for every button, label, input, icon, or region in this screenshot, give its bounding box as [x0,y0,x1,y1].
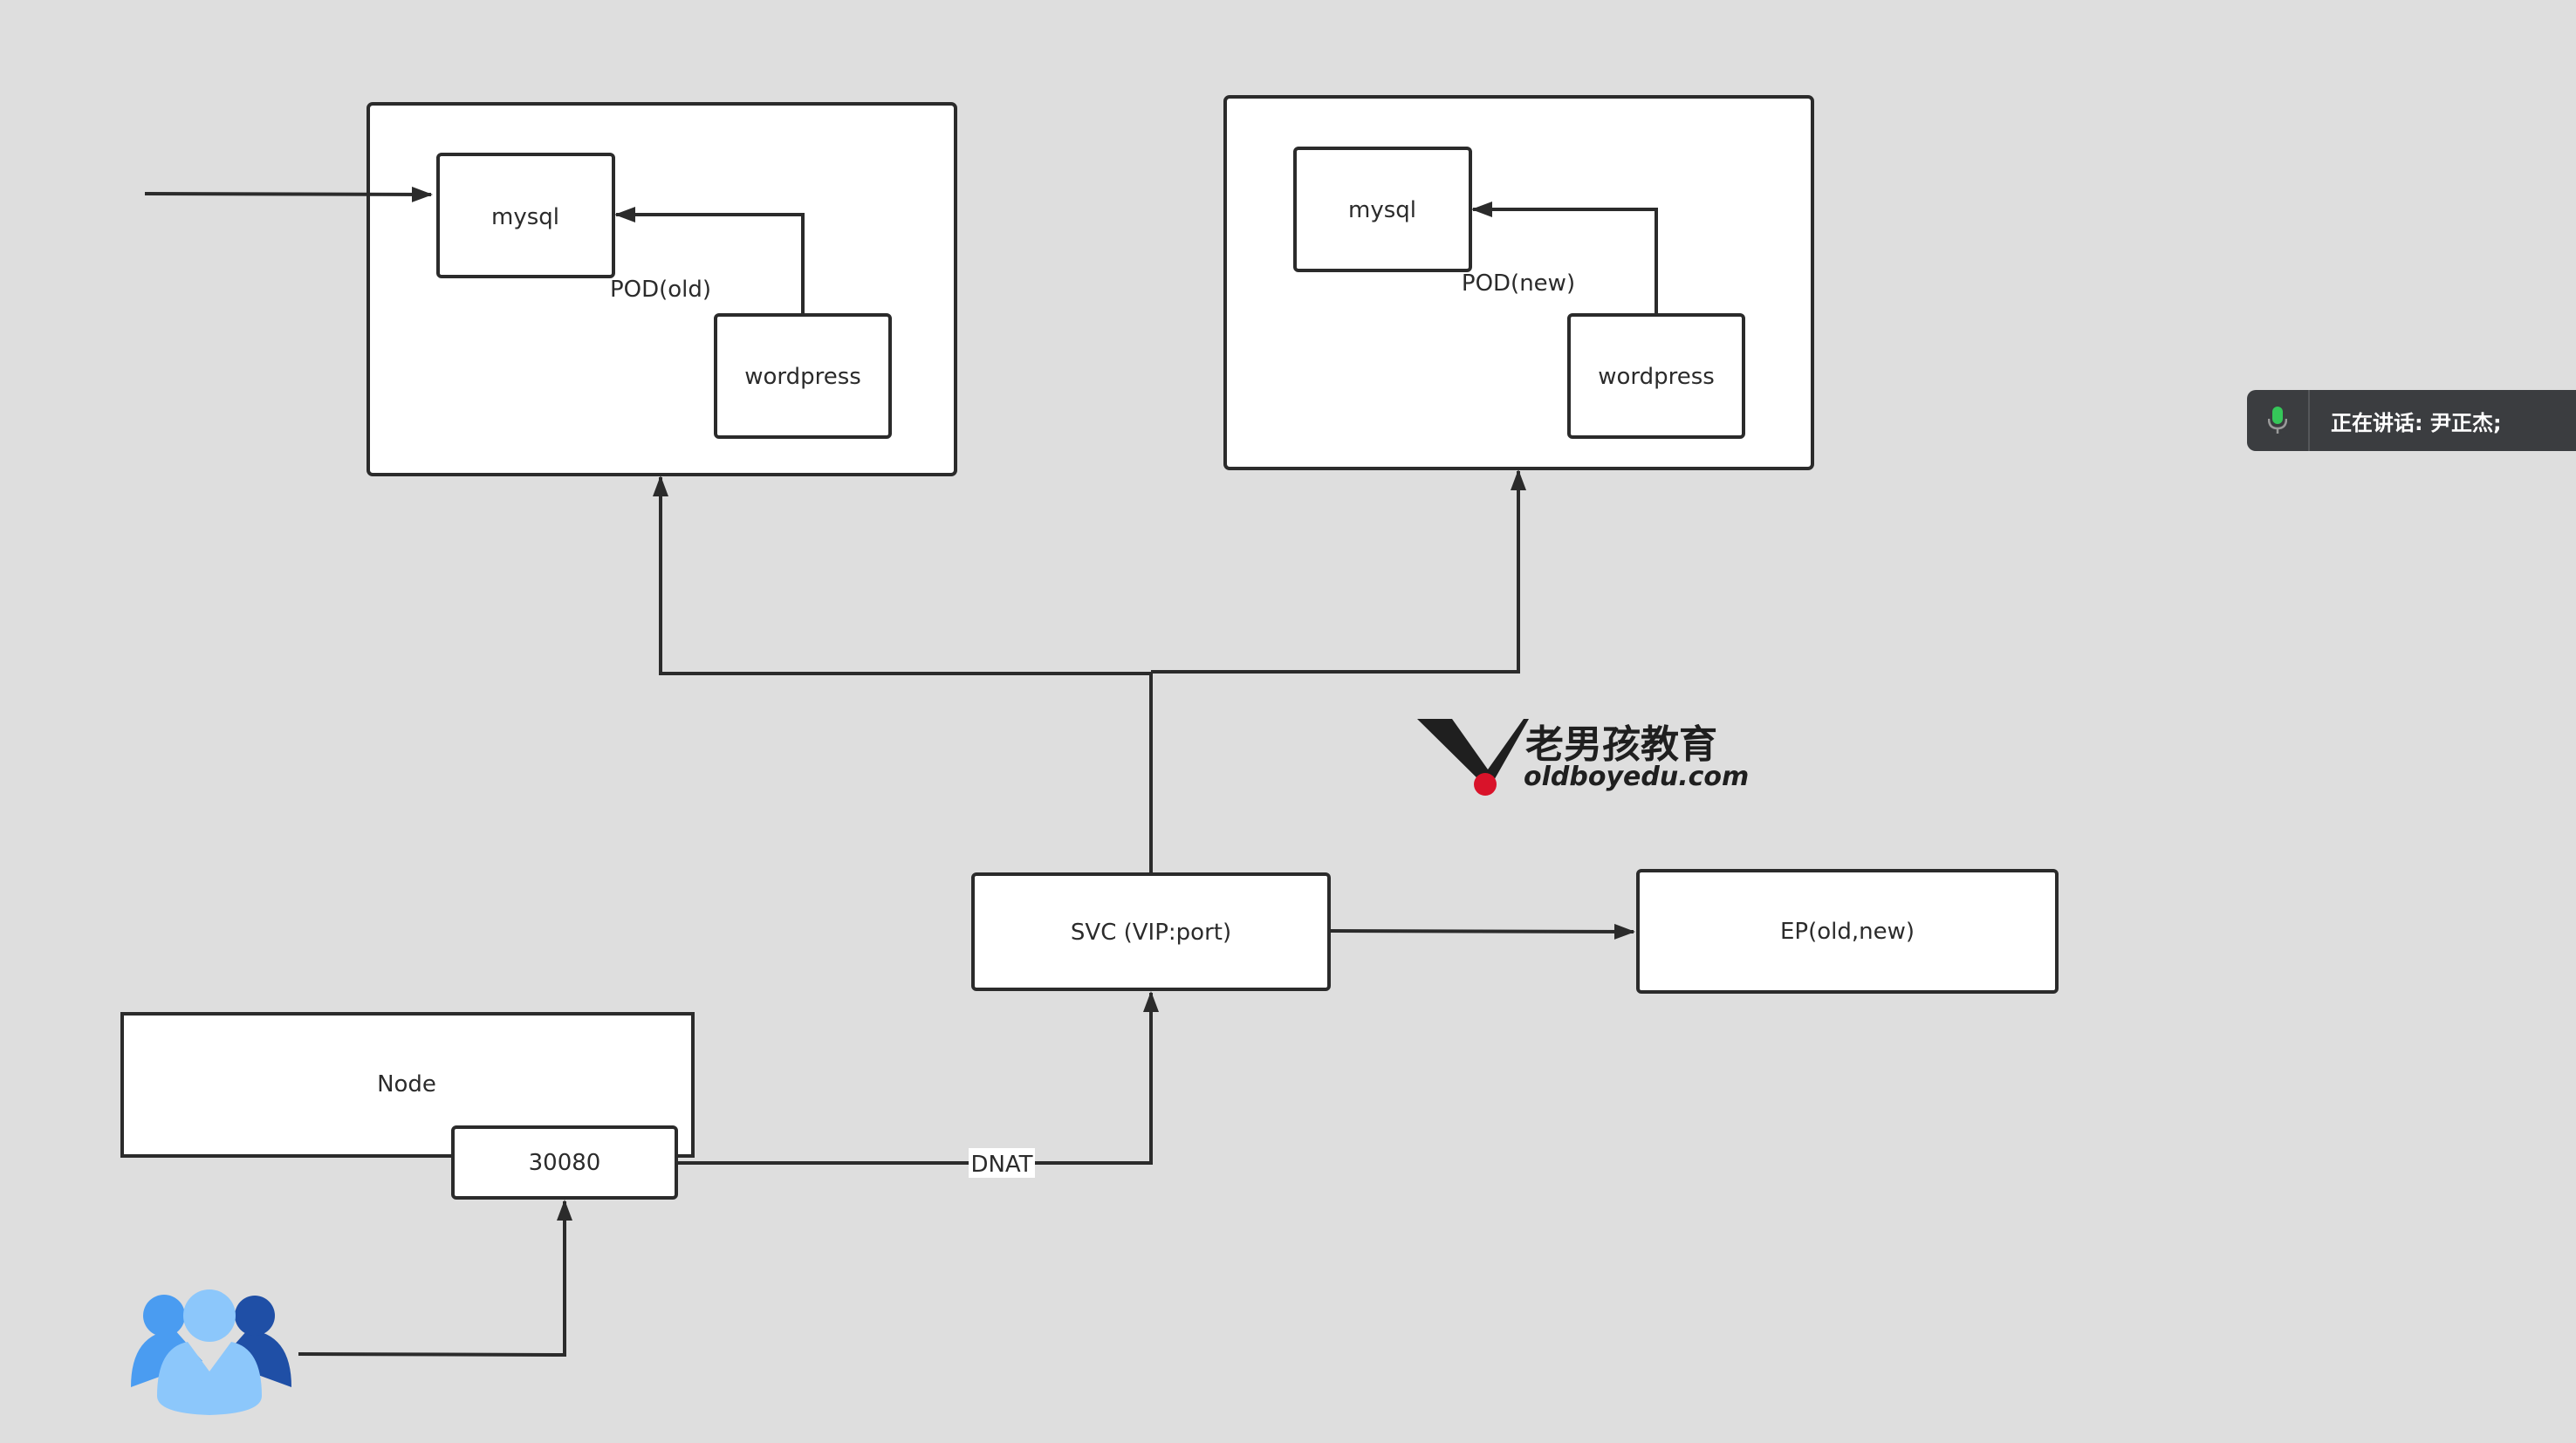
speaking-indicator: 正在讲话: 尹正杰; [2247,390,2576,451]
dnat-label-bg [969,1148,1035,1178]
wordpress-to-mysql-new-edge [1471,202,1658,315]
pod-new-mysql-box [1293,147,1472,272]
svc-to-pod-new-edge [1151,469,1526,674]
pod-old-mysql-box [436,153,615,278]
incoming-to-mysql-edge [144,186,433,202]
svc-to-pod-old-edge [653,475,1151,675]
pod-old-mysql-label: mysql [491,204,559,230]
pod-old-container: mysql wordpress POD(old) [367,102,957,476]
logo-v-mark [1417,719,1529,790]
pod-new-mysql-label: mysql [1348,197,1416,223]
dnat-label: DNAT [970,1152,1032,1178]
oldboyedu-logo: 老男孩教育 oldboyedu.com [1417,719,1749,796]
dnat-edge [676,991,1159,1165]
pod-new-label: POD(new) [1462,270,1575,297]
nodeport-label: 30080 [529,1150,601,1176]
ep-box [1636,869,2059,994]
microphone-icon [2247,390,2310,451]
users-to-nodeport-edge [298,1200,572,1358]
node-label: Node [377,1071,436,1098]
pod-new-container: mysql wordpress POD(new) [1223,95,1814,470]
speaking-text: 正在讲话: 尹正杰; [2331,410,2502,435]
svc-to-ep-edge [1328,923,1635,940]
logo-red-dot [1474,773,1497,796]
wordpress-to-mysql-old-edge [614,207,805,315]
pod-new-wordpress-label: wordpress [1598,364,1715,390]
pod-old-wordpress-label: wordpress [744,364,861,390]
pod-old-label: POD(old) [610,277,711,303]
ep-label: EP(old,new) [1780,919,1915,945]
svc-label: SVC (VIP:port) [1071,920,1231,946]
users-group-icon [131,1289,291,1415]
logo-cn-text: 老男孩教育 [1525,722,1717,767]
logo-en-text: oldboyedu.com [1524,762,1749,792]
